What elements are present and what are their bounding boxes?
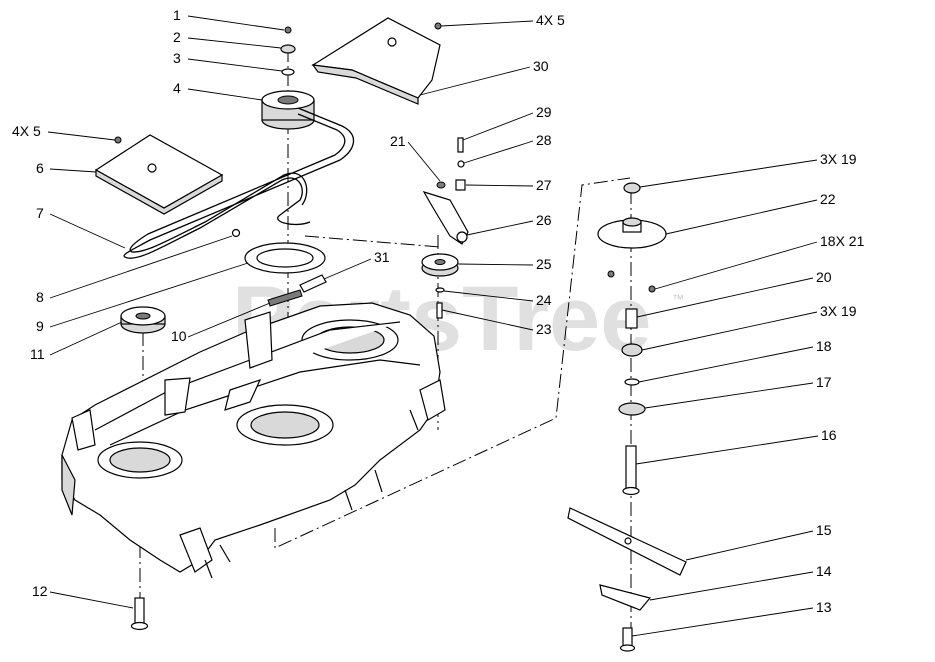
callout-label: 31 [374,249,390,265]
part-22-spindle-housing [597,217,667,249]
part-1-bolt [284,26,292,34]
part-25-idler-pulley [421,253,459,277]
part-17-seal [618,402,646,416]
part-21-housing-bolts [607,270,656,293]
part-19-bearing-top [623,182,641,194]
watermark-trademark: ™ [672,292,684,306]
callout-label: 4 [173,80,181,96]
callout-label: 30 [533,58,549,74]
part-11-idler-pulley [120,306,166,334]
deck-skid-brackets [204,409,419,579]
part-30-belt-cover [311,17,441,105]
callout-label: 27 [536,177,552,193]
callout-label: 21 [390,133,406,149]
mower-deck-housing [61,302,446,579]
callout-label: 22 [820,191,836,207]
callout-label: 8 [36,289,44,305]
part-15-blade [567,507,687,576]
part-16-spindle-shaft [622,445,640,496]
callout-label: 7 [36,205,44,221]
callout-label: 3X 19 [820,303,857,319]
callout-label: 24 [536,292,552,308]
part-4-pulley [261,90,315,130]
leader-lines [47,15,819,637]
callout-label: 4X 5 [536,12,565,28]
callout-label: 20 [816,269,832,285]
callout-label: 12 [32,583,48,599]
callout-label: 25 [536,256,552,272]
callout-label: 23 [536,321,552,337]
callout-label: 26 [536,212,552,228]
callout-label: 18 [816,338,832,354]
part-23-bolt [436,302,443,319]
part-9-idler-plate [244,242,326,274]
part-21-nut [436,181,446,189]
part-26-idler-arm [422,190,469,245]
part-6-cover-plate [94,134,224,215]
callout-label: 29 [536,104,552,120]
callout-label: 10 [171,328,187,344]
callout-label: 3 [173,50,181,66]
part-12-spindle-shaft [130,597,149,631]
callout-label: 2 [173,29,181,45]
part-10-spring [267,289,303,307]
part-28-clip [457,160,465,168]
part-29-pin [457,137,464,153]
callout-label: 28 [536,132,552,148]
part-18-washer [624,378,640,386]
part-3-washer [281,68,295,76]
part-8-pin [231,228,241,238]
part-19-bearing-bottom [621,343,643,357]
part-13-blade-bolt [619,627,636,652]
callout-label: 15 [816,522,832,538]
part-2-nut [280,44,296,54]
callout-label: 4X 5 [12,123,41,139]
callout-label: 6 [36,160,44,176]
callout-label: 13 [816,599,832,615]
callout-label: 3X 19 [820,151,857,167]
callout-label: 9 [36,318,44,334]
callout-label: 1 [173,7,181,23]
part-7-drive-belt [123,107,355,259]
callout-label: 17 [816,374,832,390]
part-31-spring-bracket [299,274,327,293]
callout-label: 11 [30,346,45,362]
part-14-blade-adapter [599,584,652,611]
part-24-washer [435,287,445,293]
part-20-spacer [625,308,638,329]
callout-label: 18X 21 [820,233,865,249]
part-27-bushing [455,179,466,191]
callout-label: 16 [821,427,837,443]
callout-label: 14 [816,563,832,579]
